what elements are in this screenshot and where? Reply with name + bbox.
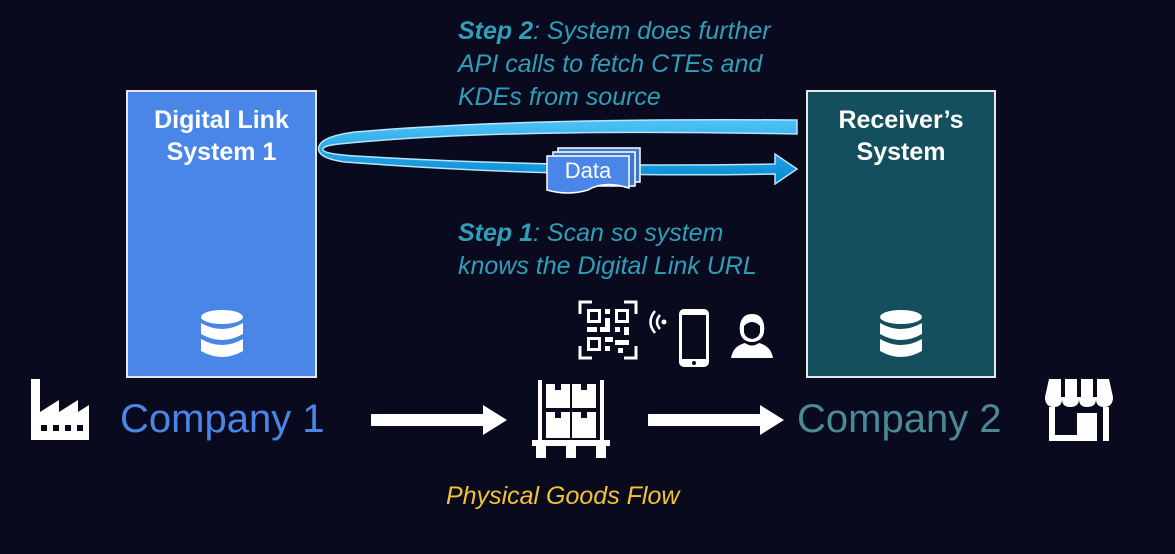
step-2-text: Step 2: System does further API calls to… — [458, 17, 771, 111]
flow-arrow-1 — [371, 405, 507, 435]
phone-icon — [679, 309, 709, 367]
database-icon — [200, 310, 243, 357]
company-2-label: Company 2 — [797, 397, 1002, 441]
store-icon — [1045, 379, 1113, 441]
person-icon — [731, 314, 773, 358]
wireless-icon — [649, 310, 667, 334]
step-2-label: Step 2 — [458, 17, 534, 45]
physical-goods-flow-label: Physical Goods Flow — [446, 482, 680, 510]
company-1-label: Company 1 — [120, 397, 325, 441]
database-icon — [880, 310, 922, 357]
factory-icon — [31, 379, 89, 440]
data-documents-icon — [546, 147, 641, 194]
api-call-arrow — [317, 119, 799, 186]
pallet-icon — [532, 380, 610, 458]
system-1-title: Digital Link System 1 — [154, 106, 289, 166]
step-1-text: Step 1: Scan so system knows the Digital… — [458, 219, 757, 280]
receiver-title: Receiver’s System — [838, 106, 964, 166]
flow-arrow-2 — [648, 405, 784, 435]
receivers-system-box: Receiver’s System — [806, 90, 996, 378]
step-1-label: Step 1 — [458, 219, 534, 247]
digital-link-system-1-box: Digital Link System 1 — [126, 90, 317, 378]
data-label: Data — [564, 158, 612, 183]
qr-code-icon — [578, 300, 638, 360]
